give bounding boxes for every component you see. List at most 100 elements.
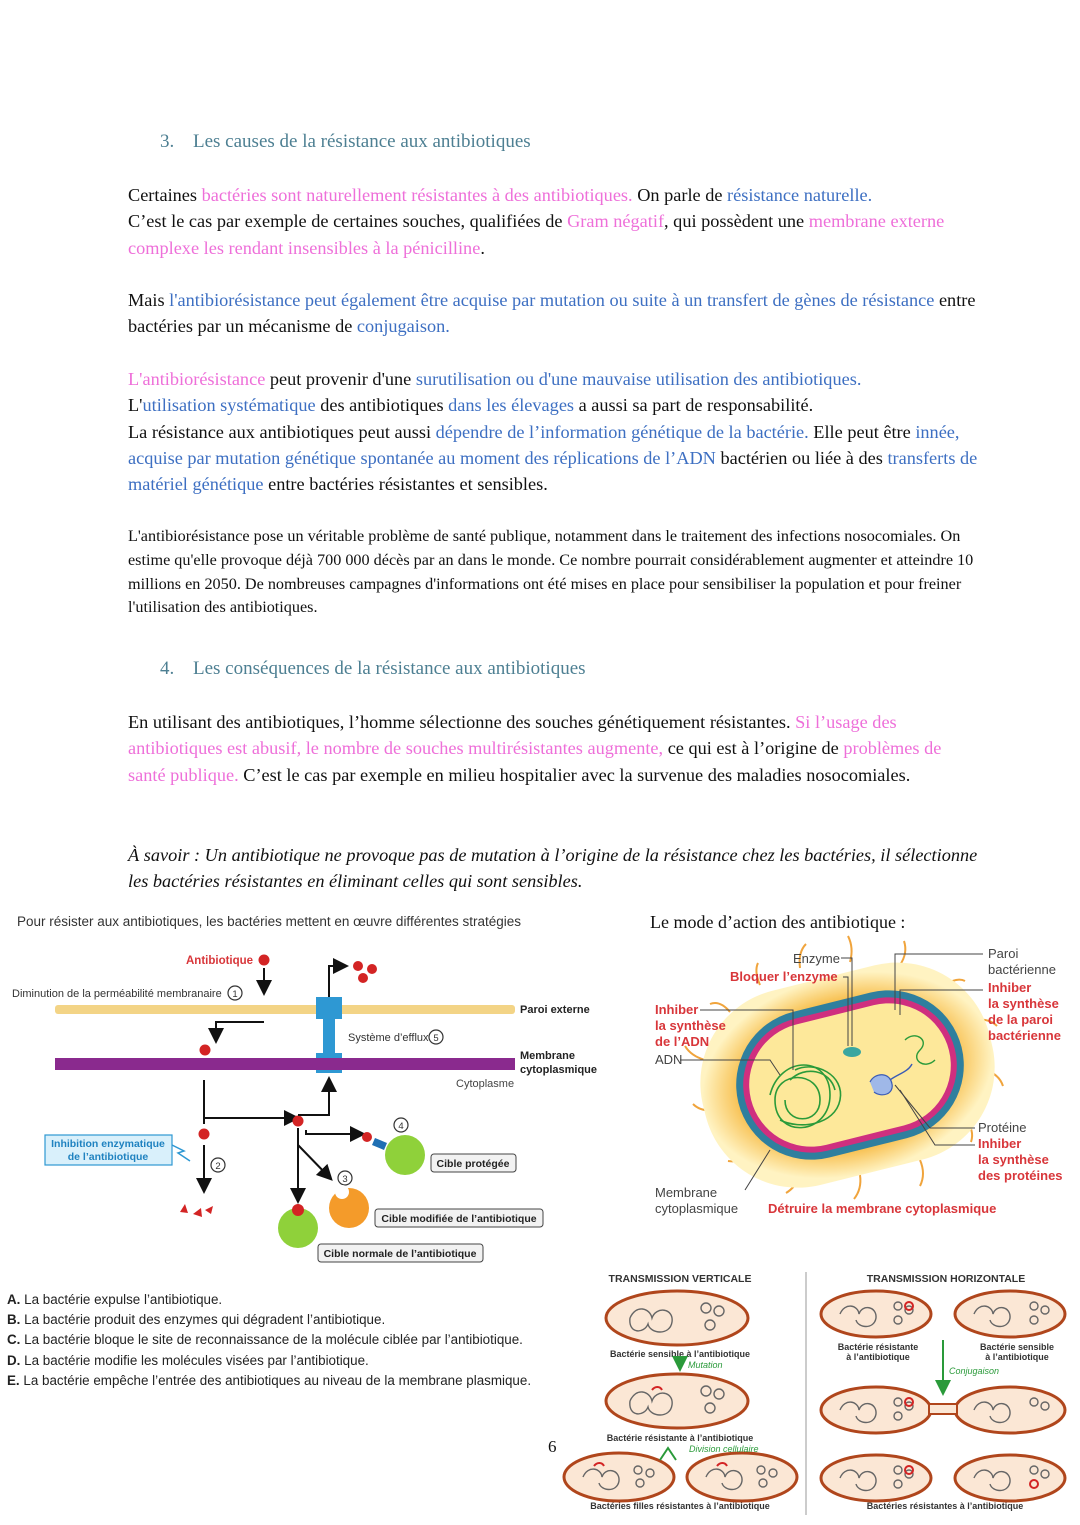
division-label: Division cellulaire (689, 1444, 759, 1454)
inhibit-dna-label-3: de l’ADN (655, 1034, 709, 1049)
legend-letter: A. (7, 1292, 21, 1307)
transmission-diagram: TRANSMISSION VERTICALE TRANSMISSION HORI… (562, 1272, 1067, 1515)
text: , qui possèdent une (664, 211, 809, 232)
legend-item: B. La bactérie produit des enzymes qui d… (7, 1310, 531, 1330)
vertical-title: TRANSMISSION VERTICALE (609, 1273, 752, 1285)
wall-label-2: bactérienne (988, 962, 1056, 977)
efflux-pump-top (316, 997, 342, 1019)
legend-text: La bactérie bloque le site de reconnaiss… (20, 1332, 523, 1348)
efflux-label: Système d’efflux (348, 1032, 429, 1044)
legend-letter: E. (7, 1372, 20, 1388)
legend-item: E. La bactérie empêche l’entrée des anti… (7, 1371, 531, 1391)
cytoplasm (749, 1003, 951, 1147)
h-resistant-label: Bactérie résistante (838, 1342, 919, 1352)
step-1-badge (227, 985, 243, 1001)
inhibit-protein-label-3: des protéines (978, 1168, 1063, 1183)
step-4-badge (393, 1117, 409, 1133)
text: La résistance aux antibiotiques peut aus… (128, 421, 436, 442)
sensitive-bacterium (604, 1289, 750, 1347)
section-number: 4. (160, 658, 175, 679)
inhibit-protein-label-2: la synthèse (978, 1152, 1049, 1167)
protein-label: Protéine (978, 1120, 1026, 1135)
h-sensitive-label: Bactérie sensible (980, 1342, 1054, 1352)
dna-coil (769, 1064, 842, 1129)
resistant-bacterium (604, 1372, 750, 1430)
highlight-blue: dans les élevages (448, 395, 575, 416)
efflux-pump-channel (323, 1019, 335, 1057)
step-1-number: 1 (232, 989, 237, 1000)
legend-letter: B. (7, 1312, 21, 1328)
h-resistant-label-2: à l’antibiotique (846, 1352, 910, 1362)
normal-target-label: Cible normale de l’antibiotique (324, 1248, 477, 1260)
inhibit-protein-label: Inhiber (978, 1136, 1021, 1151)
modified-target-label: Cible modifiée de l’antibiotique (381, 1213, 536, 1225)
text: Certaines (128, 185, 202, 205)
dna-label: ADN (655, 1052, 682, 1067)
antibiotic-action-diagram: Enzyme Paroi bactérienne ADN Protéine Me… (655, 935, 1063, 1216)
highlight-blue: surutilisation ou d'une mauvaise utilisa… (415, 369, 862, 389)
v-daughters-label: Bactéries filles résistantes à l’antibio… (590, 1501, 770, 1511)
antibiotic-action-title: Le mode d’action des antibiotique : (650, 912, 906, 932)
paragraph-natural-resistance: Certaines bactéries sont naturellement r… (128, 182, 978, 261)
outer-wall (55, 1005, 515, 1014)
membrane-label: Membrane (520, 1050, 575, 1062)
legend-item: C. La bactérie bloque le site de reconna… (7, 1330, 531, 1350)
strategies-legend: A. La bactérie expulse l’antibiotique. B… (7, 1290, 531, 1391)
highlight-blue: conjugaison. (356, 316, 450, 337)
paragraph-public-health: L'antibiorésistance pose un véritable pr… (128, 527, 974, 617)
wall-label: Paroi (988, 946, 1018, 961)
protected-target (385, 1135, 425, 1175)
text: des antibiotiques (315, 395, 449, 416)
highlight-blue: utilisation systématique (142, 395, 316, 416)
inhibition-label: Inhibition enzymatique (51, 1138, 165, 1150)
highlight-pink: membrane externe complexe les rendant in… (128, 211, 945, 258)
text: bactérien ou liée à des (715, 447, 888, 468)
destroy-membrane-label: Détruire la membrane cytoplasmique (768, 1201, 996, 1216)
highlight-blue: transferts de matériel génétique (128, 447, 978, 495)
resistance-strategies-title: Pour résister aux antibiotiques, les bac… (17, 914, 522, 929)
cytoplasm-label: Cytoplasme (456, 1078, 514, 1090)
horizontal-title: TRANSMISSION HORIZONTALE (867, 1273, 1025, 1285)
normal-target-box (317, 1243, 484, 1263)
highlight-pink: L'antibiorésistance (128, 369, 266, 389)
text: C’est le cas par exemple de certaines so… (128, 211, 568, 232)
text: . (480, 237, 485, 258)
conjugation-label: Conjugaison (949, 1366, 999, 1376)
highlight-pink: bactéries sont naturellement résistantes… (201, 185, 633, 205)
highlight-pink: Si l’usage des antibiotiques est abusif,… (128, 712, 897, 759)
antibiotic-label: Antibiotique (186, 955, 253, 967)
step-3-badge (337, 1170, 353, 1186)
step-3-number: 3 (342, 1174, 347, 1185)
inhibit-wall-label-3: de la paroi (988, 1012, 1053, 1027)
text: Elle peut être (808, 421, 916, 442)
step-4-number: 4 (398, 1121, 403, 1132)
section-3-heading: 3.Les causes de la résistance aux antibi… (160, 131, 531, 153)
inhibition-box (44, 1134, 173, 1166)
text: peut provenir d'une (265, 369, 416, 389)
block-enzyme-label: Bloquer l’enzyme (730, 969, 838, 984)
antibiotic-molecule (258, 954, 270, 966)
inhibit-wall-label: Inhiber (988, 980, 1031, 995)
legend-item: D. La bactérie modifie les molécules vis… (7, 1351, 531, 1371)
inhibition-label-2: de l’antibiotique (68, 1151, 149, 1163)
inhibit-wall-label-2: la synthèse (988, 996, 1059, 1011)
inhibit-wall-label-4: bactérienne (988, 1028, 1061, 1043)
step-2-number: 2 (215, 1161, 220, 1172)
v-resistant-label: Bactérie résistante à l’antibiotique (607, 1433, 754, 1443)
highlight-blue: innée, acquise par mutation génétique sp… (128, 421, 960, 468)
page-number: 6 (548, 1437, 557, 1456)
paragraph-consequences: En utilisant des antibiotiques, l’homme … (128, 709, 978, 788)
text: Mais (128, 290, 170, 310)
text: On parle de (632, 185, 728, 205)
highlight-blue: l'antibiorésistance peut également être … (169, 290, 935, 310)
protected-target-label: Cible protégée (437, 1158, 510, 1170)
modified-target-box (374, 1208, 544, 1228)
modified-target (329, 1188, 369, 1228)
membrane-label: Membrane (655, 1185, 717, 1200)
inhibit-dna-label-2: la synthèse (655, 1018, 726, 1033)
text: ce qui est à l’origine de (663, 738, 844, 759)
legend-text: La bactérie modifie les molécules visées… (20, 1352, 369, 1368)
mutation-label: Mutation (688, 1360, 723, 1370)
legend-letter: D. (7, 1352, 21, 1368)
